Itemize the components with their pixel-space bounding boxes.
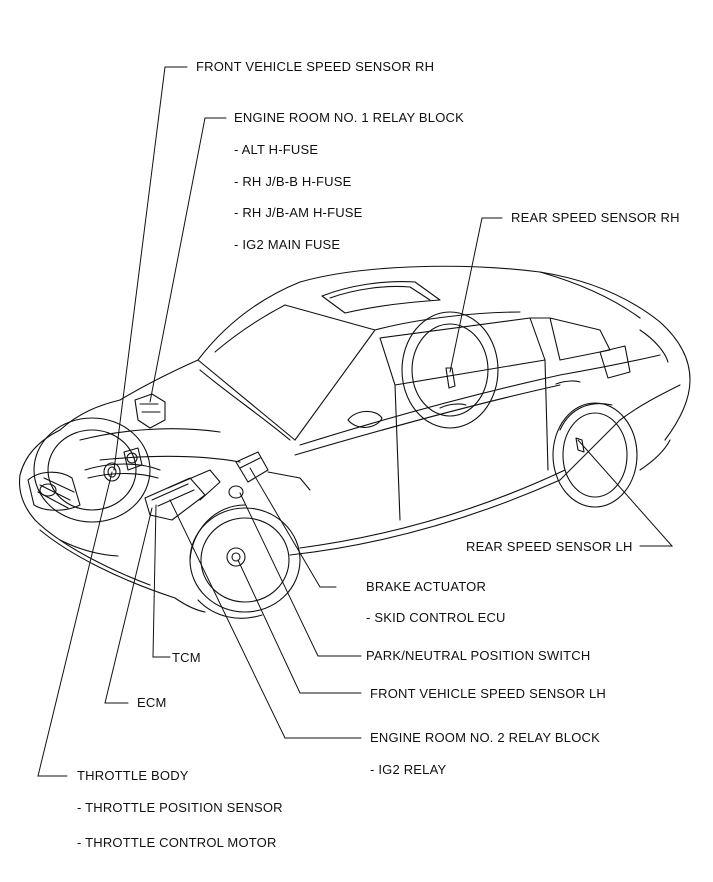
leader-rear-speed-rh bbox=[449, 217, 503, 373]
ecm-tcm-shape bbox=[144, 469, 221, 521]
leader-brake-actuator bbox=[249, 467, 337, 588]
label-throttle-position-sensor: - THROTTLE POSITION SENSOR bbox=[77, 800, 283, 815]
leader-throttle-body bbox=[37, 471, 113, 777]
label-front-speed-sensor-rh: FRONT VEHICLE SPEED SENSOR RH bbox=[196, 59, 435, 74]
relay-block-1-shape bbox=[134, 393, 166, 429]
leader-tcm bbox=[152, 504, 171, 658]
label-tcm: TCM bbox=[172, 650, 201, 665]
label-rear-speed-sensor-lh: REAR SPEED SENSOR LH bbox=[466, 539, 633, 554]
label-throttle-body: THROTTLE BODY bbox=[77, 768, 189, 783]
label-rh-jb-b-fuse: - RH J/B-B H-FUSE bbox=[234, 174, 352, 189]
throttle-body-shape bbox=[103, 462, 121, 482]
front-speed-sensor-rh-shape bbox=[123, 447, 143, 471]
leader-ecm bbox=[104, 507, 153, 704]
leader-front-speed-rh bbox=[113, 66, 188, 471]
park-neutral-switch-shape bbox=[228, 485, 244, 499]
label-skid-control-ecu: - SKID CONTROL ECU bbox=[366, 610, 506, 625]
leader-lines bbox=[37, 66, 674, 777]
label-relay-block-1: ENGINE ROOM NO. 1 RELAY BLOCK bbox=[234, 110, 464, 125]
brake-actuator-shape bbox=[235, 451, 311, 491]
label-rear-speed-sensor-rh: REAR SPEED SENSOR RH bbox=[511, 210, 680, 225]
label-park-neutral-switch: PARK/NEUTRAL POSITION SWITCH bbox=[366, 648, 591, 663]
rear-speed-sensor-lh-shape bbox=[575, 437, 585, 453]
label-alt-fuse: - ALT H-FUSE bbox=[234, 142, 319, 157]
rear-speed-sensor-rh-shape bbox=[445, 367, 456, 389]
front-left-wheel bbox=[33, 417, 151, 523]
leader-park-neutral bbox=[239, 492, 362, 657]
label-brake-actuator: BRAKE ACTUATOR bbox=[366, 579, 487, 594]
leader-relay-block-1 bbox=[149, 117, 227, 403]
leader-rear-speed-lh bbox=[577, 439, 674, 547]
front-speed-sensor-lh-shape bbox=[226, 547, 246, 567]
front-right-wheel bbox=[189, 504, 301, 619]
label-ig2-relay: - IG2 RELAY bbox=[370, 762, 447, 777]
label-ig2-main-fuse: - IG2 MAIN FUSE bbox=[234, 237, 341, 252]
label-relay-block-2: ENGINE ROOM NO. 2 RELAY BLOCK bbox=[370, 730, 600, 745]
leader-front-speed-lh bbox=[237, 559, 362, 694]
leader-relay-block-2 bbox=[169, 499, 362, 739]
label-rh-jb-am-fuse: - RH J/B-AM H-FUSE bbox=[234, 205, 363, 220]
label-throttle-control-motor: - THROTTLE CONTROL MOTOR bbox=[77, 835, 277, 850]
car-body-outline bbox=[18, 265, 691, 613]
label-front-speed-sensor-lh: FRONT VEHICLE SPEED SENSOR LH bbox=[370, 686, 607, 701]
rear-left-wheel bbox=[401, 311, 499, 429]
label-ecm: ECM bbox=[137, 695, 167, 710]
rear-right-wheel bbox=[552, 402, 638, 508]
